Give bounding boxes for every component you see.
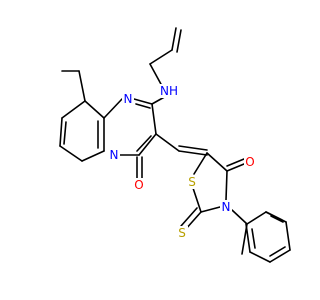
bond — [206, 152, 228, 172]
bond — [81, 150, 105, 162]
bond — [269, 249, 291, 263]
bond — [171, 27, 177, 51]
bond — [269, 246, 286, 257]
bond — [63, 121, 67, 145]
atom-o1: O — [133, 178, 145, 192]
bond — [192, 187, 202, 213]
bond — [59, 117, 63, 147]
atom-labels: N N NH O O S S N — [108, 84, 256, 240]
bond — [225, 170, 228, 201]
atom-label-s1: S — [188, 175, 196, 189]
bond — [84, 100, 105, 119]
bond — [59, 145, 83, 162]
bond — [149, 63, 163, 87]
atom-label-nh: NH — [160, 84, 178, 98]
bond — [135, 103, 151, 109]
bond — [200, 206, 221, 213]
bond — [133, 98, 153, 105]
atom-label-n3: N — [222, 200, 231, 214]
bond — [251, 228, 256, 249]
bond — [138, 133, 157, 156]
atom-nh: NH — [158, 84, 180, 98]
bond — [193, 152, 208, 175]
bond — [180, 207, 198, 227]
atom-label-n1: N — [124, 92, 133, 106]
bond — [231, 209, 248, 225]
atom-s1: S — [186, 175, 198, 189]
bond — [245, 223, 251, 253]
atom-n1: N — [122, 92, 134, 106]
bond — [136, 135, 152, 152]
bond — [61, 100, 86, 119]
bond — [178, 150, 208, 156]
atom-n3: N — [220, 200, 232, 214]
bond — [103, 98, 123, 119]
bond — [226, 163, 245, 172]
bond-lines — [59, 27, 291, 263]
atom-s2: S — [176, 226, 188, 240]
atom-n2: N — [108, 148, 120, 162]
atom-label-s2: S — [178, 226, 186, 240]
molecule-structure: N N NH O O S S N — [59, 27, 291, 263]
bond — [285, 221, 291, 251]
bond — [78, 70, 86, 102]
bond — [155, 133, 180, 152]
bond — [151, 103, 157, 135]
atom-label-o2: O — [245, 155, 254, 169]
bond — [176, 29, 182, 53]
bond — [270, 215, 284, 223]
bond — [249, 251, 271, 263]
atom-label-o1: O — [134, 178, 143, 192]
bond — [178, 145, 208, 151]
molecule-canvas: N N NH O O S S N — [59, 27, 291, 263]
atom-label-n2: N — [110, 148, 119, 162]
bond — [265, 211, 283, 221]
atom-o2: O — [244, 155, 256, 169]
bond — [149, 49, 173, 65]
bond — [246, 211, 267, 225]
bond — [226, 158, 245, 167]
